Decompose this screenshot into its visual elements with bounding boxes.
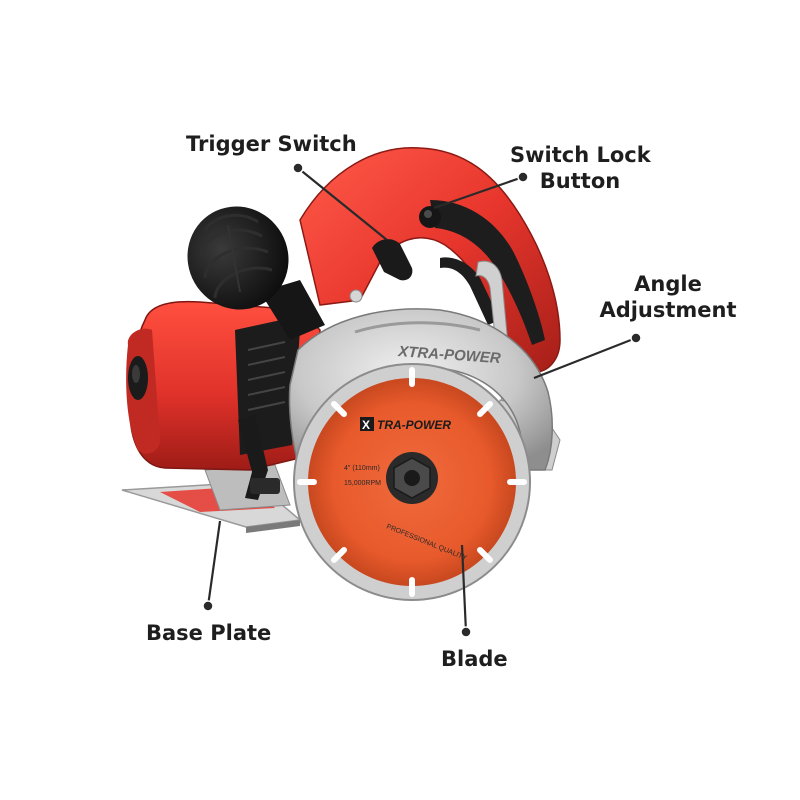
- angle-adjustment-label-line2: Adjustment: [599, 298, 737, 322]
- angle-adjustment-label: Angle Adjustment: [598, 271, 738, 323]
- trigger-switch-label: Trigger Switch: [186, 132, 357, 156]
- switch-lock-button: [419, 206, 441, 228]
- trigger-switch: [372, 239, 413, 281]
- base-plate-label: Base Plate: [146, 621, 272, 645]
- cutting-blade: X TRA-POWER 4" (110mm) 15,000RPM PROFESS…: [293, 363, 531, 601]
- blade-dot: [460, 626, 472, 638]
- side-handle: [187, 206, 325, 340]
- angle-adjustment-dot: [630, 332, 642, 344]
- blade-size-text: 4" (110mm): [344, 465, 380, 472]
- blade-rpm-text: 15,000RPM: [344, 480, 381, 487]
- base-plate-dot: [202, 600, 214, 612]
- base-plate: [121, 464, 302, 533]
- trigger-switch-dot: [292, 162, 304, 174]
- blade-label: Blade: [441, 647, 508, 671]
- blade-brand-text: TRA-POWER: [377, 418, 451, 432]
- leader-lines: [206, 167, 637, 633]
- switch-lock-dot: [517, 171, 529, 183]
- switch-lock-label: Switch Lock Button: [510, 142, 651, 194]
- depth-lever: [238, 415, 280, 500]
- switch-lock-label-line1: Switch Lock: [510, 143, 651, 167]
- blade-logo-letter: X: [362, 418, 370, 432]
- switch-lock-label-line2: Button: [539, 169, 621, 193]
- angle-adjustment-label-line1: Angle: [634, 272, 702, 296]
